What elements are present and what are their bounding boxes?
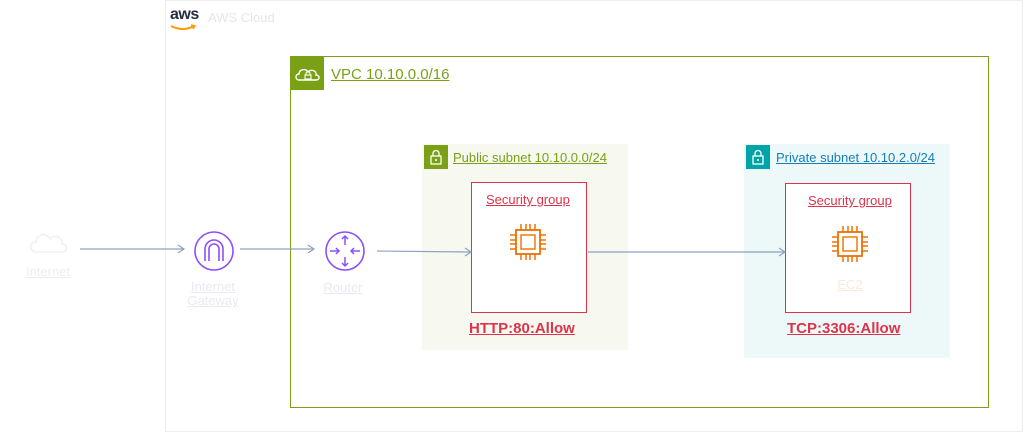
security-group-label: Security group: [808, 193, 892, 208]
internet-gateway-label-line2: Gateway: [187, 293, 239, 308]
aws-logo: aws: [170, 6, 199, 23]
vpc-group: [290, 56, 989, 408]
private-subnet-label: Private subnet 10.10.2.0/24: [776, 150, 936, 165]
security-group-private: [785, 183, 911, 313]
security-group-label: Security group: [486, 192, 570, 207]
router-label: Router: [323, 280, 363, 295]
security-group-public: [471, 182, 587, 313]
internet-cloud-icon: [29, 233, 68, 253]
router-icon: [325, 231, 365, 271]
internet-gateway-icon: [194, 231, 234, 271]
private-subnet-lock-icon: [746, 145, 770, 169]
public-subnet-label: Public subnet 10.10.0.0/24: [453, 150, 607, 165]
internet-gateway-label-line1: Internet: [190, 279, 236, 294]
aws-smile-icon: [170, 24, 197, 30]
ec2-instance-icon: [832, 226, 868, 262]
internet-label: Internet: [25, 264, 71, 279]
ec2-instance-icon: [510, 224, 546, 260]
internet-gateway-label: Internet Gateway: [184, 280, 242, 308]
security-rule-tcp: TCP:3306:Allow: [787, 320, 901, 337]
aws-cloud-group: [165, 0, 1023, 432]
arrow-router-to-public-instance: [376, 250, 471, 253]
vpc-cloud-lock-icon: [291, 57, 324, 90]
private-instance-label: EC2: [837, 277, 863, 292]
security-rule-http: HTTP:80:Allow: [469, 320, 575, 337]
aws-cloud-label: AWS Cloud: [208, 10, 275, 25]
public-subnet-lock-icon: [424, 145, 448, 169]
vpc-label: VPC 10.10.0.0/16: [331, 66, 450, 83]
